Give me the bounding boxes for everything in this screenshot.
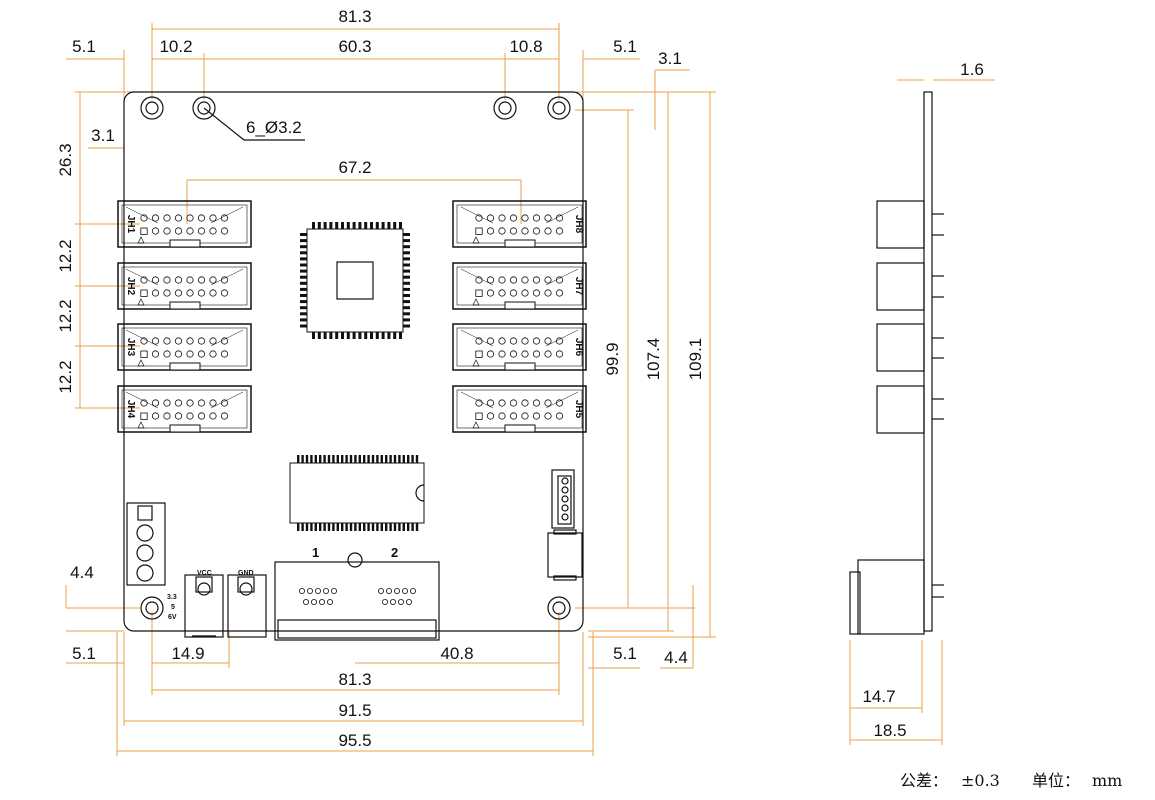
small-connector [551, 469, 575, 529]
header-left-2: JH3 [117, 323, 252, 371]
dim-left-bottom-hole: 4.4 [70, 563, 94, 582]
dim-top-overall: 81.3 [338, 7, 371, 26]
header-left-1: JH2 [117, 262, 252, 310]
header-label-right-3: JH5 [573, 400, 584, 419]
tolerance-value: ±0.3 [961, 771, 1000, 790]
dim-top-right-hole: 3.1 [658, 49, 682, 68]
header-label-right-1: JH7 [573, 277, 584, 296]
dim-header-spacing: 67.2 [338, 158, 371, 177]
header-right-3: JH5 [452, 385, 587, 433]
header-label-left-1: JH2 [125, 277, 136, 296]
dim-bottom-holes: 81.3 [338, 670, 371, 689]
dim-top-left-edge: 5.1 [72, 37, 96, 56]
dim-left-first-header: 26.3 [56, 143, 75, 176]
power-terminal [126, 502, 166, 586]
tolerance-label: 公差： [900, 771, 948, 790]
port-1-label: 1 [312, 545, 319, 560]
dim-top-left-pitch: 10.2 [159, 37, 192, 56]
dim-left-pitch-3: 12.2 [56, 360, 75, 393]
header-label-right-0: JH8 [573, 215, 584, 234]
header-label-left-0: JH1 [125, 215, 136, 234]
header-label-left-3: JH4 [125, 400, 136, 419]
sop-chip [289, 455, 425, 531]
footer-note: 公差： ±0.3 单位： mm [900, 771, 1122, 790]
dim-bottom-conn: 40.8 [440, 644, 473, 663]
dim-top-middle: 60.3 [338, 37, 371, 56]
dim-side-thickness: 1.6 [960, 60, 984, 79]
gnd-label: GND [238, 570, 254, 577]
header-right-1: JH7 [452, 262, 587, 310]
header-right-0: JH8 [452, 200, 587, 248]
dim-right-outer: 109.1 [686, 338, 705, 381]
dimension-lines [65, 23, 995, 756]
vcc-label: VCC [197, 570, 212, 577]
dual-db9-connector [274, 552, 440, 641]
dim-right-bottom-hole: 4.4 [664, 648, 688, 667]
dim-top-right-pitch: 10.8 [509, 37, 542, 56]
dimension-text: 81.3 5.1 10.2 60.3 10.8 5.1 3.1 6_Ø3.2 3… [56, 7, 984, 750]
dim-bottom-jack: 14.9 [171, 644, 204, 663]
qfp-chip [300, 222, 410, 339]
hole-callout: 6_Ø3.2 [246, 118, 302, 137]
dim-bottom-overall: 95.5 [338, 731, 371, 750]
dim-right-inner: 99.9 [603, 342, 622, 375]
mounting-holes [140, 96, 571, 620]
dim-side-conn-depth: 14.7 [862, 687, 895, 706]
dim-left-bottom-edge: 5.1 [72, 644, 96, 663]
port-2-label: 2 [391, 545, 398, 560]
volt-label-c: 6V [168, 614, 177, 621]
header-label-left-2: JH3 [125, 338, 136, 357]
header-left-0: JH1 [117, 200, 252, 248]
header-left-3: JH4 [117, 385, 252, 433]
header-right-2: JH6 [452, 323, 587, 371]
volt-label-b: 5 [171, 604, 175, 611]
volt-label-a: 3.3 [167, 594, 177, 601]
unit-label: 单位： [1032, 771, 1080, 790]
vcc-jack [184, 574, 224, 638]
dim-bottom-inner: 91.5 [338, 701, 371, 720]
header-label-right-2: JH6 [573, 338, 584, 357]
push-button [547, 529, 583, 581]
dim-left-top-hole: 3.1 [91, 126, 115, 145]
dim-top-right-edge: 5.1 [613, 37, 637, 56]
unit-value: mm [1092, 771, 1122, 790]
gnd-jack [227, 574, 267, 638]
dim-left-pitch-1: 12.2 [56, 239, 75, 272]
board-side-view [849, 91, 944, 635]
dim-right-bottom-edge: 5.1 [613, 644, 637, 663]
dim-left-pitch-2: 12.2 [56, 299, 75, 332]
dim-side-total-depth: 18.5 [873, 721, 906, 740]
dim-right-middle: 107.4 [644, 338, 663, 381]
